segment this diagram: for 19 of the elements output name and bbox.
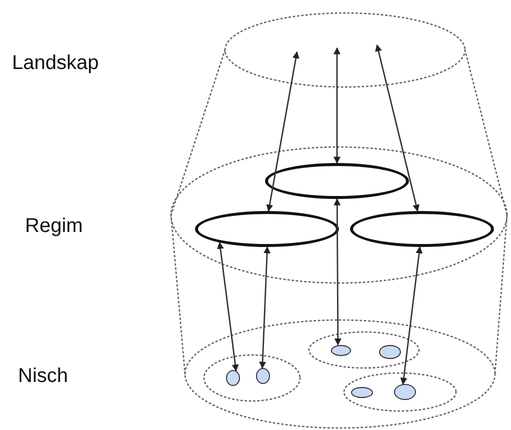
arrow <box>375 44 420 212</box>
niche-blob <box>351 386 373 398</box>
level-label: Landskap <box>12 52 99 75</box>
arrow <box>266 51 300 212</box>
arrow <box>334 47 340 164</box>
arrow <box>334 198 342 346</box>
arrow <box>400 246 423 385</box>
niche-blob <box>331 344 351 356</box>
level-label: Nisch <box>18 365 68 388</box>
arrow <box>259 246 271 369</box>
regime-ellipse <box>350 211 494 247</box>
arrow <box>216 242 239 372</box>
niche-blob <box>256 368 270 384</box>
regime-ellipse <box>195 211 339 247</box>
niche-blob <box>226 370 240 386</box>
regime-ellipse <box>265 163 409 199</box>
level-label: Regim <box>25 215 83 238</box>
niche-blob <box>379 345 401 359</box>
niche-blob <box>394 384 416 400</box>
